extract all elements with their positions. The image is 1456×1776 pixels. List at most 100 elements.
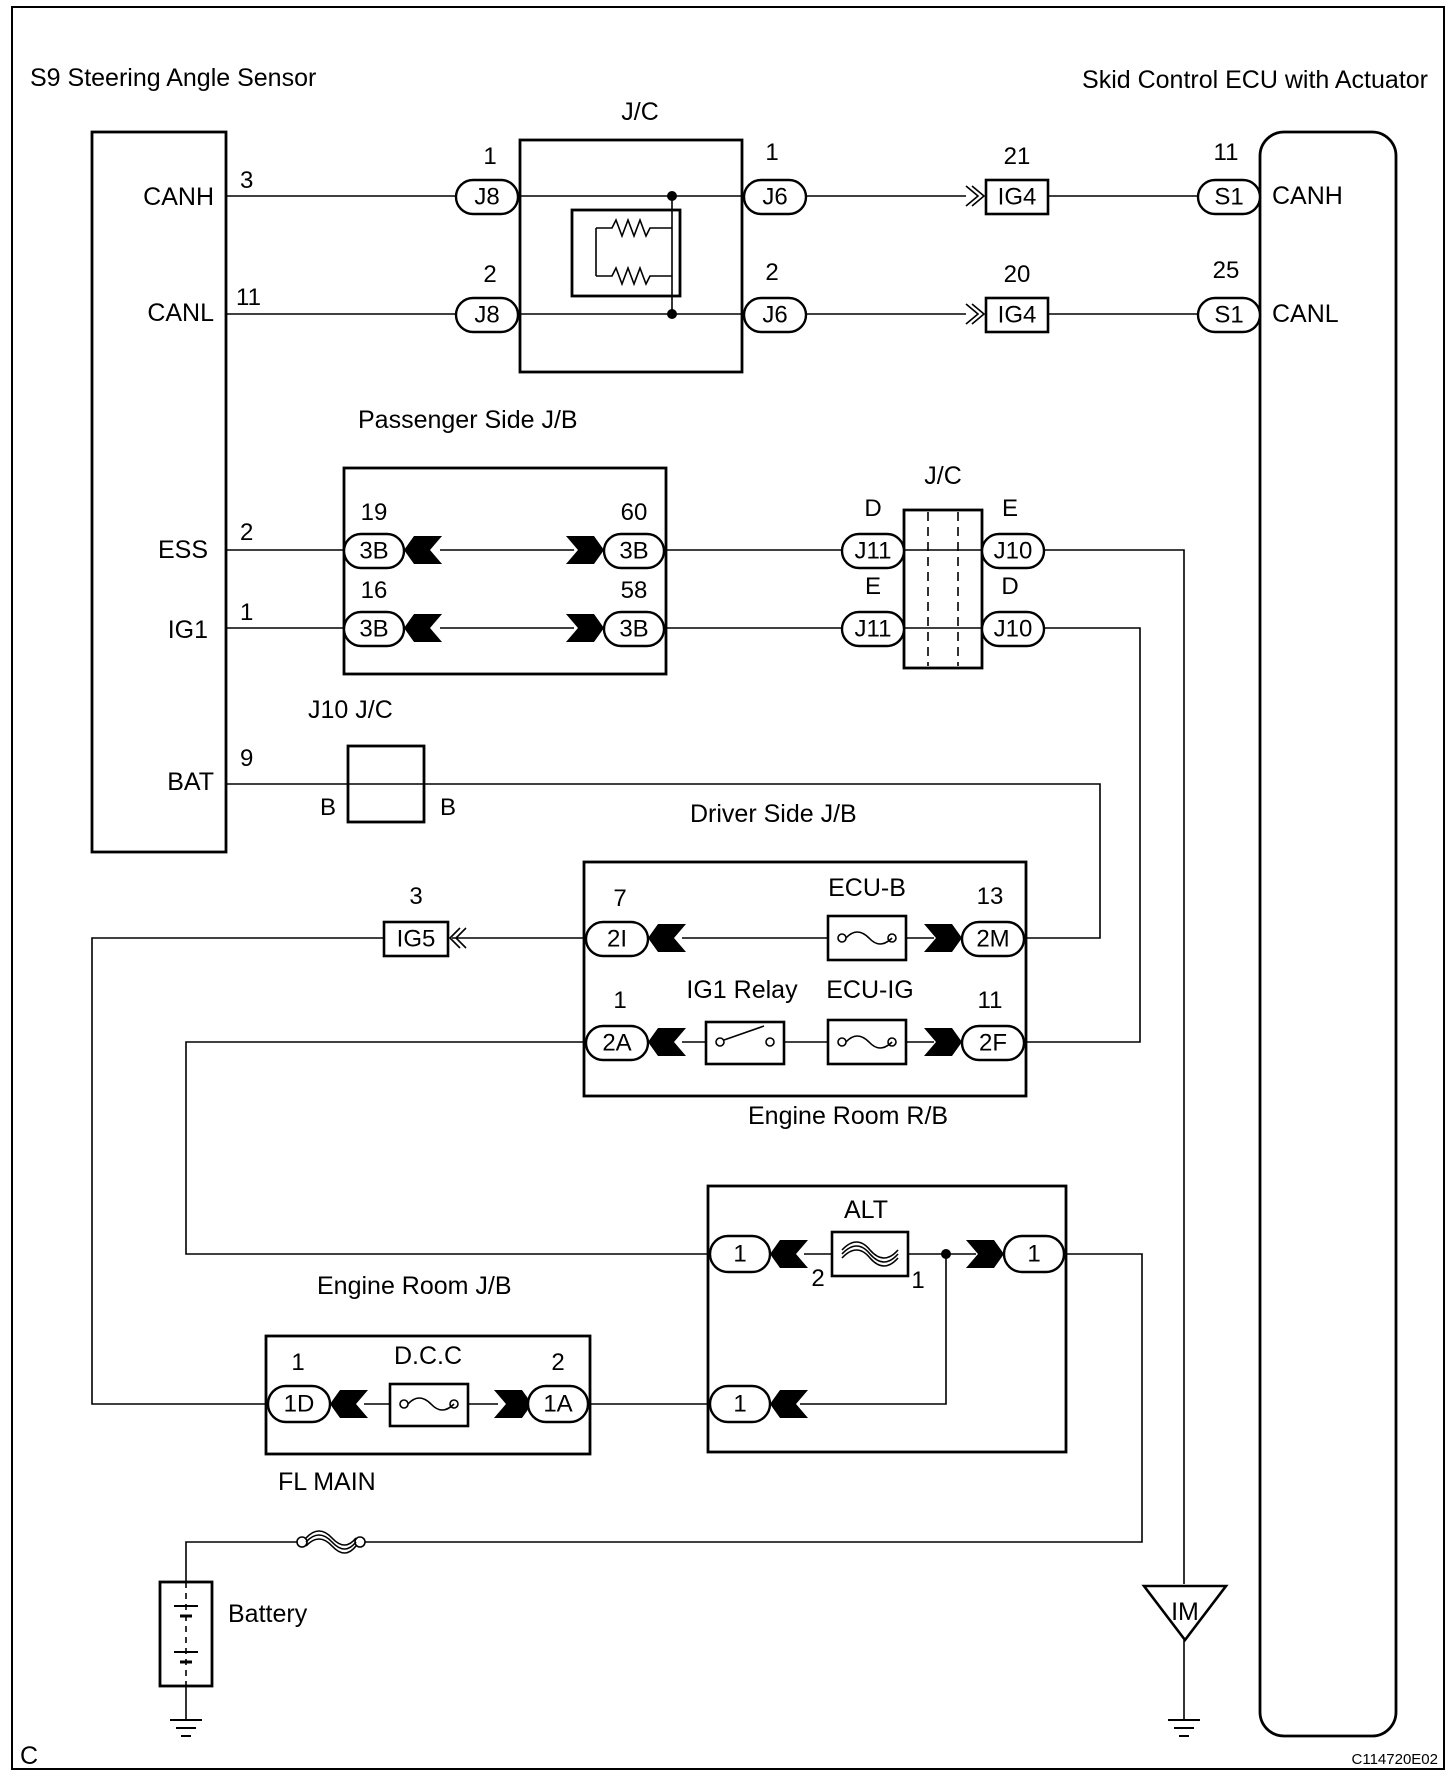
ecu-pin-25: 25: [1213, 257, 1240, 284]
figure-id: C114720E02: [1352, 1751, 1438, 1768]
engine-rb-title: Engine Room R/B: [748, 1102, 948, 1130]
jc-mid-title: J/C: [924, 462, 962, 490]
connector-j10-d: [980, 610, 1046, 648]
j10-jc-title: J10 J/C: [308, 696, 393, 724]
connector-2a: [584, 1024, 650, 1062]
svg-text:2I: 2I: [607, 926, 627, 953]
corner-label: C: [20, 1742, 38, 1770]
svg-text:D: D: [1001, 573, 1018, 600]
terminating-resistor-box: [570, 208, 682, 298]
connector-j6-1: [742, 178, 808, 216]
svg-text:J10: J10: [994, 538, 1033, 565]
svg-text:3B: 3B: [619, 538, 648, 565]
sensor-terminal-ig1: IG1: [168, 616, 208, 644]
sensor-pin-2: 2: [240, 519, 253, 546]
svg-text:2M: 2M: [976, 926, 1009, 953]
svg-text:2: 2: [551, 1349, 564, 1376]
svg-text:E: E: [1002, 495, 1018, 522]
svg-text:D: D: [864, 495, 881, 522]
resistor-lower: [596, 265, 672, 287]
im-ground-marker: [1141, 1584, 1229, 1643]
svg-text:3: 3: [409, 883, 422, 910]
svg-text:J6: J6: [762, 302, 787, 329]
svg-text:2: 2: [765, 259, 778, 286]
svg-text:1: 1: [911, 1267, 924, 1294]
sensor-terminal-bat: BAT: [167, 768, 214, 796]
svg-text:2A: 2A: [602, 1030, 631, 1057]
connector-ig4-20: [984, 296, 1050, 334]
svg-text:1: 1: [1027, 1241, 1040, 1268]
sensor-pin-9: 9: [240, 745, 253, 772]
svg-text:S1: S1: [1214, 184, 1243, 211]
svg-text:58: 58: [621, 577, 648, 604]
sensor-title: S9 Steering Angle Sensor: [30, 64, 316, 92]
svg-text:11: 11: [978, 987, 1003, 1014]
svg-text:J8: J8: [474, 184, 499, 211]
svg-text:16: 16: [361, 577, 388, 604]
svg-text:J8: J8: [474, 302, 499, 329]
svg-text:1: 1: [765, 139, 778, 166]
connector-2f: [960, 1024, 1026, 1062]
svg-text:IG1 Relay: IG1 Relay: [686, 976, 798, 1004]
svg-text:ECU-IG: ECU-IG: [826, 976, 914, 1004]
connector-s1-canh: [1196, 178, 1262, 216]
engine-jb-title: Engine Room J/B: [317, 1272, 512, 1300]
jc-top-title: J/C: [621, 98, 659, 126]
svg-text:J10: J10: [994, 616, 1033, 643]
connector-3b-60: [602, 532, 666, 570]
connector-2m: [960, 920, 1026, 958]
svg-text:1D: 1D: [284, 1391, 315, 1418]
svg-text:1: 1: [733, 1391, 746, 1418]
connector-j11-e: [840, 610, 906, 648]
connector-3b-19: [342, 532, 406, 570]
svg-text:2: 2: [811, 1265, 824, 1292]
ecu-terminal-canl: CANL: [1272, 300, 1339, 328]
sensor-terminal-canh: CANH: [143, 183, 214, 211]
connector-j8-1: [454, 178, 520, 216]
passenger-jb-title: Passenger Side J/B: [358, 406, 578, 434]
driver-jb-box: [582, 860, 1028, 1098]
sensor-terminal-ess: ESS: [158, 536, 208, 564]
svg-text:7: 7: [613, 885, 626, 912]
svg-text:D.C.C: D.C.C: [394, 1342, 462, 1370]
svg-text:IG4: IG4: [998, 302, 1037, 329]
fl-main-title: FL MAIN: [278, 1468, 376, 1496]
svg-text:1: 1: [291, 1349, 304, 1376]
svg-text:2F: 2F: [979, 1030, 1007, 1057]
sensor-pin-11: 11: [236, 284, 261, 311]
driver-jb-title: Driver Side J/B: [690, 800, 857, 828]
connector-3b-16: [342, 610, 406, 648]
connector-ig4-21: [984, 178, 1050, 216]
svg-text:E: E: [865, 573, 881, 600]
svg-text:20: 20: [1004, 261, 1031, 288]
svg-text:3B: 3B: [619, 616, 648, 643]
sensor-terminal-canl: CANL: [147, 299, 214, 327]
battery-label: Battery: [228, 1600, 308, 1628]
svg-text:21: 21: [1004, 143, 1031, 170]
svg-text:B: B: [320, 794, 336, 821]
connector-2i: [584, 920, 650, 958]
svg-text:IG4: IG4: [998, 184, 1037, 211]
svg-text:1: 1: [613, 987, 626, 1014]
resistor-upper: [596, 217, 672, 239]
svg-text:1: 1: [733, 1241, 746, 1268]
svg-text:19: 19: [361, 499, 388, 526]
sensor-pin-1: 1: [240, 599, 253, 626]
svg-text:B: B: [440, 794, 456, 821]
svg-text:IM: IM: [1171, 1598, 1199, 1626]
ecu-pin-11: 11: [1214, 139, 1239, 166]
ecu-terminal-canh: CANH: [1272, 182, 1343, 210]
svg-text:ECU-B: ECU-B: [828, 874, 906, 902]
svg-text:ALT: ALT: [844, 1196, 888, 1224]
connector-j8-2: [454, 296, 520, 334]
svg-text:IG5: IG5: [397, 926, 436, 953]
svg-text:1: 1: [483, 143, 496, 170]
svg-text:S1: S1: [1214, 302, 1243, 329]
svg-text:3B: 3B: [359, 538, 388, 565]
fuse-alt: [830, 1230, 910, 1278]
fl-main-fusible-link: [305, 1534, 357, 1550]
connector-s1-canl: [1196, 296, 1262, 334]
svg-text:2: 2: [483, 261, 496, 288]
skid-control-ecu-box: [1258, 130, 1398, 1738]
